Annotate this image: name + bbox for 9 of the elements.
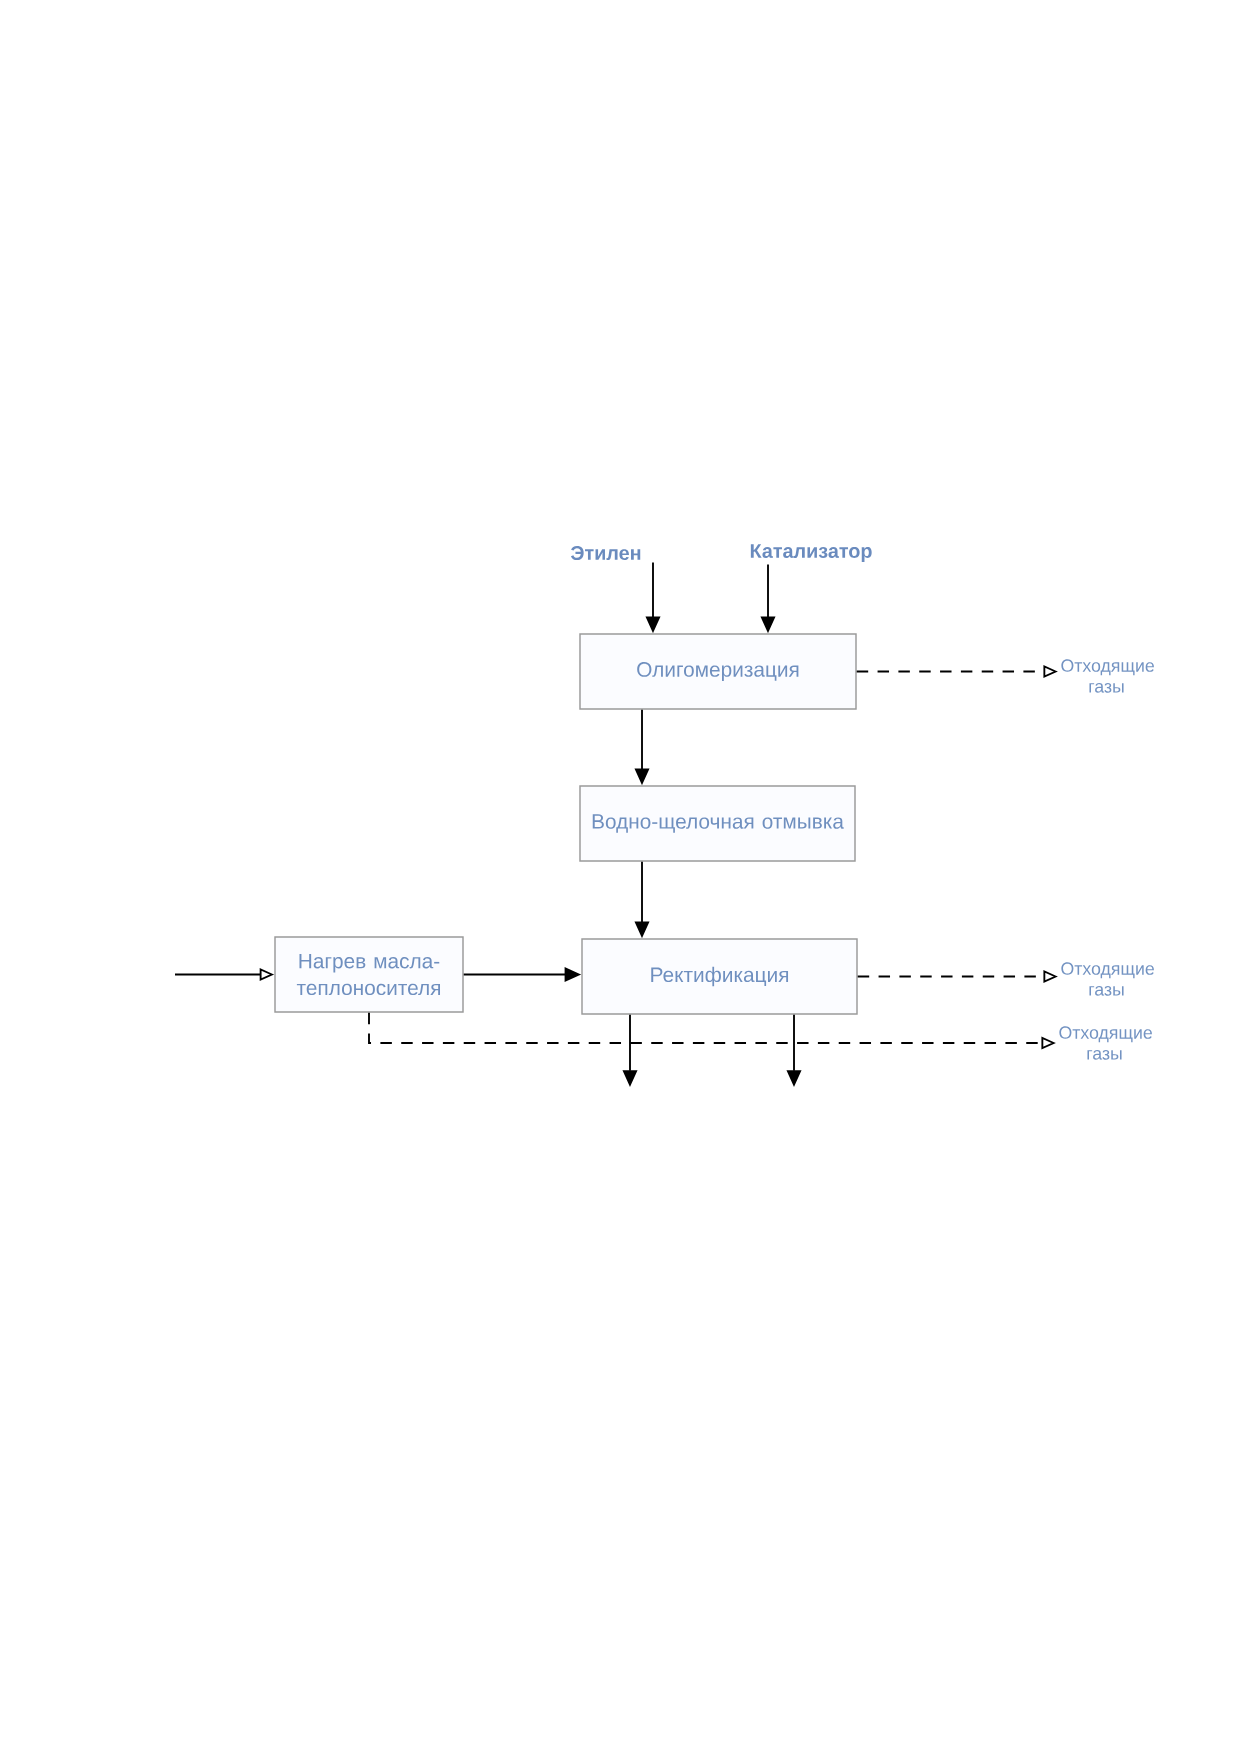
input-label: Катализатор <box>750 544 872 562</box>
process-box: Нагрев масла- теплоносителя <box>274 936 464 1013</box>
output-label: Отходящие газы <box>1059 1026 1152 1060</box>
input-label: Этилен <box>570 546 641 560</box>
process-box: Ректификация <box>581 938 858 1015</box>
output-label: Отходящие газы <box>1061 659 1154 693</box>
output-label: Отходящие газы <box>1061 962 1154 996</box>
process-box: Водно-щелочная отмывка <box>579 785 856 862</box>
process-box: Олигомеризация <box>579 633 857 710</box>
